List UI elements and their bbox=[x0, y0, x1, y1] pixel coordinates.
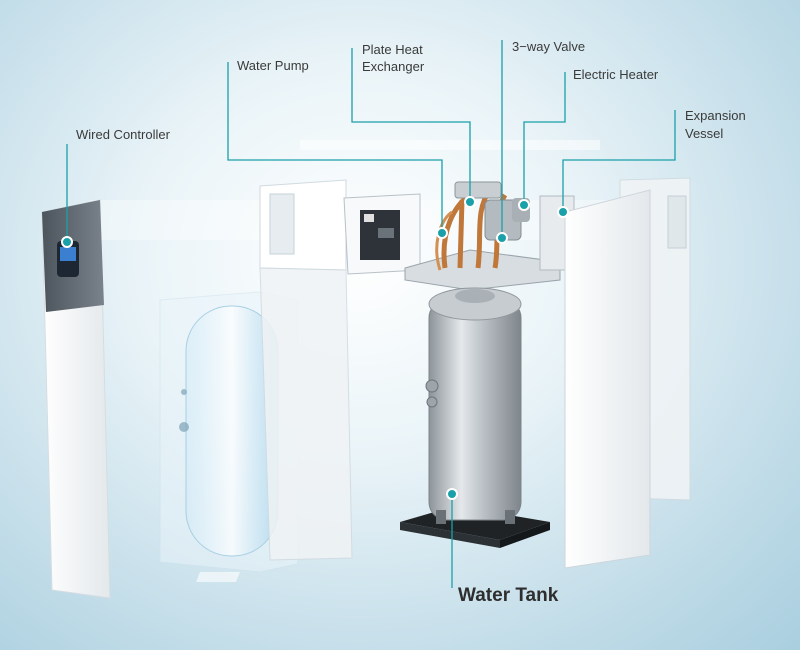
label-water-pump: Water Pump bbox=[237, 58, 309, 73]
wired-controller-marker-dot bbox=[61, 236, 73, 248]
label-3-way-valve: 3−way Valve bbox=[512, 39, 586, 54]
side-panel-right bbox=[564, 177, 691, 569]
leader-dots bbox=[61, 196, 569, 500]
3-way-valve-marker-dot bbox=[496, 232, 508, 244]
leader-plate-heat-exchanger bbox=[351, 48, 471, 202]
label-electric-heater: Electric Heater bbox=[573, 67, 659, 82]
electric-heater-marker-dot bbox=[518, 199, 530, 211]
leader-water-pump bbox=[227, 62, 443, 233]
water-tank-marker-dot bbox=[446, 488, 458, 500]
control-board bbox=[343, 193, 421, 275]
water-pump-marker-dot bbox=[436, 227, 448, 239]
plate-heat-exchanger-marker-dot bbox=[464, 196, 476, 208]
expansion-vessel-marker-dot bbox=[557, 206, 569, 218]
label-plate-heat-exchanger-line1: Plate Heat bbox=[362, 42, 423, 57]
rear-panel-left bbox=[259, 179, 353, 561]
leader-expansion-vessel bbox=[562, 110, 676, 212]
light-streak bbox=[300, 140, 600, 150]
label-plate-heat-exchanger-line2: Exchanger bbox=[362, 59, 425, 74]
water-tank-body bbox=[400, 287, 550, 548]
leader-lines bbox=[66, 40, 676, 588]
leader-electric-heater bbox=[523, 72, 566, 205]
label-expansion-vessel-line1: Expansion bbox=[685, 108, 746, 123]
front-panel bbox=[41, 199, 111, 599]
label-wired-controller: Wired Controller bbox=[76, 127, 170, 142]
label-water-tank: Water Tank bbox=[458, 585, 559, 606]
label-expansion-vessel-line2: Vessel bbox=[685, 126, 724, 141]
front-panel-right bbox=[564, 189, 651, 569]
